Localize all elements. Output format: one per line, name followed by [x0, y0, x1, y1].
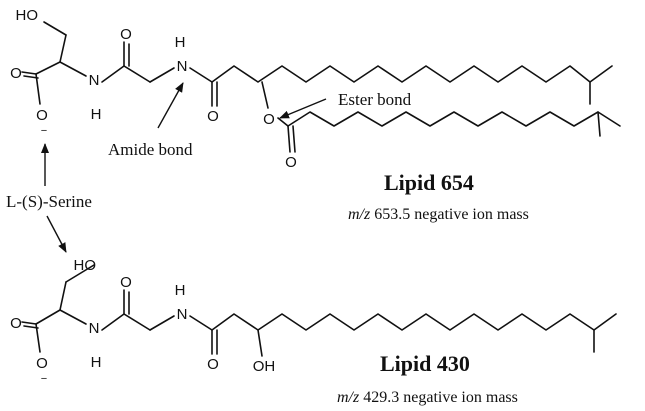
carboxylate-oxygen-label: O [36, 355, 48, 372]
lipid-430-title: Lipid 430 [380, 351, 470, 376]
lipid-654-title: Lipid 654 [384, 170, 474, 195]
ester-bond-label: Ester bond [338, 90, 412, 109]
amide-nitrogen-label: N [89, 320, 100, 337]
lipid-654-mass: m/z 653.5 negative ion mass [348, 206, 529, 223]
carboxylate-oxygen-label: O [36, 107, 48, 124]
negative-charge-label: − [41, 125, 47, 137]
glycine-carbonyl-oxygen-label: O [120, 26, 132, 43]
amide-nitrogen-label: N [177, 58, 188, 75]
hydroxyl-label: HO [16, 7, 39, 24]
mz-label: m/z [348, 206, 371, 223]
amide-nitrogen-label: N [177, 306, 188, 323]
amide-bond-arrow [157, 82, 184, 129]
serine-down-arrow [46, 215, 67, 253]
amide-hydrogen-label: H [175, 282, 186, 299]
amide-nitrogen-label: N [89, 72, 100, 89]
ester-oxygen-label: O [263, 111, 275, 128]
amide-hydrogen-label: H [91, 354, 102, 371]
lipid-654-atoms: HO O O − N H O N H O O O [10, 7, 297, 171]
lipid-430-atoms: HO O O − N H O N H O OH [10, 257, 275, 385]
lipid-430-structure [21, 264, 617, 357]
amide-bond-label: Amide bond [108, 140, 193, 159]
chain-hydroxyl-label: OH [253, 358, 276, 375]
lipid-654-structure [21, 21, 621, 153]
hydroxyl-label: HO [74, 257, 97, 274]
ester-carbonyl-oxygen-label: O [285, 154, 297, 171]
ester-bond-arrow [279, 98, 327, 119]
amide-hydrogen-label: H [91, 106, 102, 123]
lipid-430-mass: m/z 429.3 negative ion mass [337, 389, 518, 406]
serine-label: L-(S)-Serine [6, 192, 92, 211]
mass-value: 653.5 negative ion mass [374, 206, 529, 223]
negative-charge-label: − [41, 373, 47, 385]
mz-label: m/z [337, 389, 360, 406]
mass-value: 429.3 negative ion mass [363, 389, 518, 406]
glycine-carbonyl-oxygen-label: O [120, 274, 132, 291]
fatty-carbonyl-oxygen-label: O [207, 356, 219, 373]
carbonyl-oxygen-label: O [10, 315, 22, 332]
carbonyl-oxygen-label: O [10, 65, 22, 82]
fatty-carbonyl-oxygen-label: O [207, 108, 219, 125]
amide-hydrogen-label: H [175, 34, 186, 51]
